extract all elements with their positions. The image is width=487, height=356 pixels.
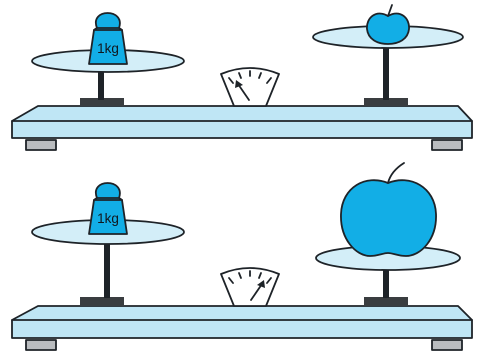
scale-base [11, 305, 473, 351]
right-pan [315, 245, 461, 306]
scale-foot-left [25, 339, 57, 351]
scale-bottom: 1kg [11, 162, 473, 351]
scale-top: 1kg [11, 4, 473, 151]
dial [220, 67, 280, 107]
weight-1kg: 1kg [88, 12, 128, 65]
weight-label: 1kg [97, 211, 119, 226]
scale-foot-right [431, 139, 463, 151]
scale-foot-left [25, 139, 57, 151]
weight-1kg: 1kg [88, 182, 128, 235]
dial-needle [250, 283, 263, 301]
dial [220, 267, 280, 307]
weight-label: 1kg [97, 41, 119, 56]
dial-needle [237, 83, 250, 101]
apple-large [340, 162, 437, 257]
scale-base [11, 105, 473, 151]
scale-foot-right [431, 339, 463, 351]
apple-small [366, 4, 410, 45]
